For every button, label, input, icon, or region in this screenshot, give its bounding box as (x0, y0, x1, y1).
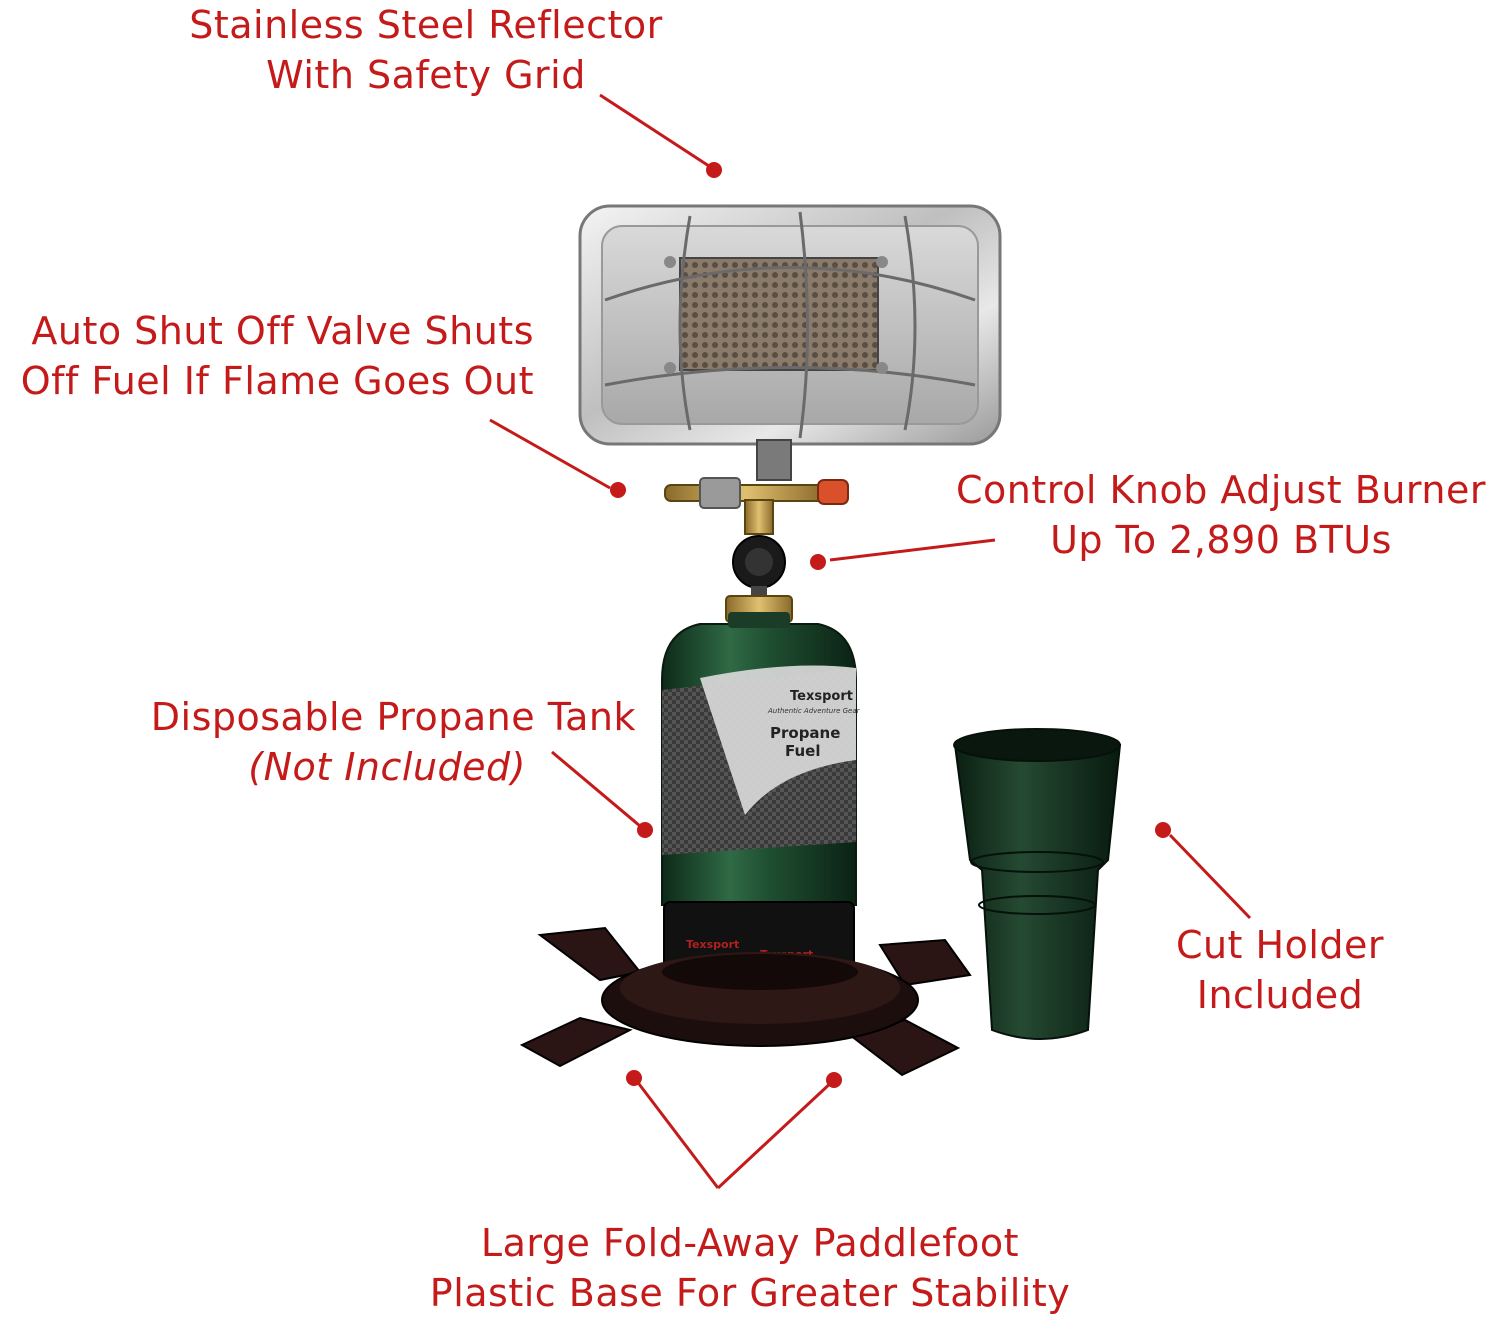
callout-base-line1: Large Fold-Away Paddlefoot (480, 1221, 1020, 1265)
valve-assembly-graphic (664, 439, 849, 623)
callout-reflector-line1: Stainless Steel Reflector (189, 3, 663, 47)
callout-shutoff-line1: Auto Shut Off Valve Shuts (31, 309, 534, 353)
callout-shutoff-line2: Off Fuel If Flame Goes Out (20, 359, 534, 403)
svg-text:Texsport: Texsport (686, 938, 739, 951)
reflector-graphic (578, 204, 1002, 446)
callout-tank-line1: Disposable Propane Tank (150, 695, 636, 739)
callout-tank: Disposable Propane Tank (Not Included) (60, 692, 636, 792)
tank-tagline: Authentic Adventure Gear (767, 707, 861, 715)
callout-shutoff: Auto Shut Off Valve Shuts Off Fuel If Fl… (0, 306, 534, 406)
callout-base-line2: Plastic Base For Greater Stability (429, 1271, 1071, 1315)
callout-tank-line2: (Not Included) (248, 745, 526, 789)
callout-cup-holder: Cut Holder Included (1150, 920, 1410, 1020)
cup-holder-graphic (953, 728, 1122, 1040)
paddlefoot-base-graphic (519, 926, 972, 1077)
tank-brand: Texsport (790, 689, 853, 704)
callout-base: Large Fold-Away Paddlefoot Plastic Base … (400, 1218, 1100, 1318)
callout-cup-line1: Cut Holder (1175, 923, 1385, 967)
tank-label-line1: Propane (770, 724, 840, 742)
tank-label-line2: Fuel (785, 742, 821, 760)
propane-tank-graphic: Texsport Authentic Adventure Gear Propan… (661, 612, 861, 971)
callout-reflector-line2: With Safety Grid (266, 53, 586, 97)
callout-reflector: Stainless Steel Reflector With Safety Gr… (176, 0, 676, 100)
leader-lines (489, 93, 1252, 1190)
callout-control-line2: Up To 2,890 BTUs (1050, 518, 1392, 562)
callout-control-knob: Control Knob Adjust Burner Up To 2,890 B… (946, 465, 1496, 565)
callout-cup-line2: Included (1196, 973, 1364, 1017)
callout-control-line1: Control Knob Adjust Burner (956, 468, 1486, 512)
